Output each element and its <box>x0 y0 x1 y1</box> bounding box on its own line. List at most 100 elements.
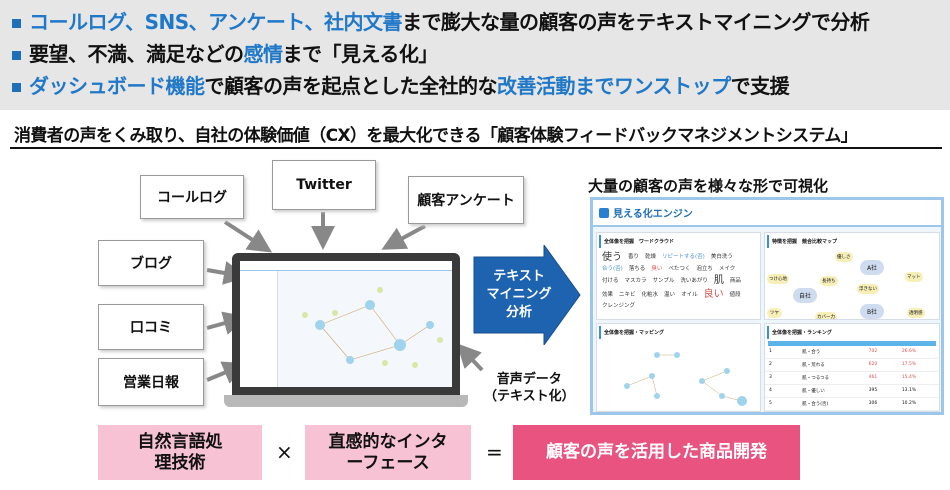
source-twitter: Twitter <box>272 160 376 210</box>
bullet-1: コールログ、SNS、アンケート、社内文書まで膨大な量の顧客の声をテキストマイニン… <box>12 6 870 35</box>
ranking-no: 5 <box>769 401 772 406</box>
bullet-3-text: ダッシュボード機能で顧客の声を起点とした全社的な改善活動までワンストップで支援 <box>29 74 790 98</box>
equals-sign: = <box>486 440 503 464</box>
comparison-node: B社 <box>860 304 884 319</box>
word-cloud-word: サンプル <box>652 277 675 284</box>
voice-data-line: （テキスト化） <box>484 389 575 404</box>
source-reviews: 口コミ <box>98 304 204 350</box>
section-title: 消費者の声をくみ取り、自社の体験価値（CX）を最大化できる「顧客体験フィードバッ… <box>14 126 858 146</box>
ranking-header <box>768 341 936 346</box>
comparison-node: 長持ち <box>820 276 838 286</box>
bullet-2: 要望、不満、満足などの感情まで「見える化」 <box>12 38 438 67</box>
word-cloud-word: 臭い <box>651 266 663 272</box>
ranking-count: 461 <box>868 375 878 380</box>
comparison-node: A社 <box>860 260 884 275</box>
app-logo-icon <box>599 207 609 218</box>
panel-title: 特徴を把握 競合比較マップ <box>767 235 937 248</box>
ranking-pct: 26.6% <box>901 349 917 354</box>
wordcloud: 使う香り乾燥リピートする(否)美白洗う合う(否)落ちる臭いべたつく泡立ちメイク付… <box>597 250 760 311</box>
comparison-node: 自社 <box>793 288 817 303</box>
screen-header <box>240 261 452 271</box>
dashboard-screenshot: 見える化エンジン 全体像を把握 ワードクラウド 使う香り乾燥リピートする(否)美… <box>590 197 944 415</box>
bullet-1-text: コールログ、SNS、アンケート、社内文書まで膨大な量の顧客の声をテキストマイニン… <box>29 10 870 34</box>
app-name: 見える化エンジン <box>613 209 693 220</box>
ranking-count: 395 <box>868 388 878 393</box>
source-sales-report: 営業日報 <box>98 358 204 406</box>
bullet-2-text: 要望、不満、満足などの感情まで「見える化」 <box>29 42 438 66</box>
result-box: 顧客の声を活用した商品開発 <box>513 425 800 480</box>
ranking-no: 2 <box>769 362 772 367</box>
ranking-no: 4 <box>769 388 772 393</box>
mapping-panel: 全体像を把握・マッピング <box>596 323 761 412</box>
laptop-base <box>224 395 468 407</box>
nlp-label: 自然言語処理技術 <box>137 431 223 473</box>
panel-title: 全体像を把握 ワードクラウド <box>599 235 758 248</box>
result-label: 顧客の声を活用した商品開発 <box>546 442 767 462</box>
laptop <box>232 253 460 395</box>
interface-label: 直感的なインターフェース <box>328 431 448 473</box>
ranking-no: 1 <box>769 349 772 354</box>
bullet-3: ダッシュボード機能で顧客の声を起点とした全社的な改善活動までワンストップで支援 <box>12 70 790 99</box>
panel-title: 全体像を把握・ランキング <box>767 326 937 339</box>
bullet-square-icon <box>12 19 21 28</box>
word-cloud-word: 化粧水 <box>641 291 659 298</box>
bullet-text-part: ダッシュボード機能 <box>29 74 205 98</box>
ranking-count: 620 <box>868 362 878 367</box>
comparison-node: 優しさ <box>835 252 853 262</box>
source-arrows <box>206 212 484 384</box>
bullet-text-part: 改善活動までワンストップ <box>497 74 731 98</box>
comparison-node: カバー力 <box>815 312 837 319</box>
word-cloud-word: 使う <box>602 252 622 263</box>
word-cloud-word: べたつく <box>668 266 691 272</box>
panel-title: 全体像を把握・マッピング <box>599 326 758 339</box>
comparison-node: ツヤ <box>767 308 782 318</box>
laptop-screen <box>240 261 452 387</box>
screen-network-graph <box>302 287 443 368</box>
voice-data-line: 音声データ <box>496 372 562 387</box>
nlp-box: 自然言語処理技術 <box>98 425 262 480</box>
comparison-node: つけ心地 <box>767 274 789 284</box>
source-survey: 顧客アンケート <box>408 176 524 224</box>
visualization-title: 大量の顧客の声を様々な形で可視化 <box>588 177 829 195</box>
word-cloud-word: オイル <box>681 291 698 298</box>
word-cloud-word: 付ける <box>602 277 619 284</box>
voice-data-label: 音声データ （テキスト化） <box>484 371 575 405</box>
ranking-count: 702 <box>868 349 878 354</box>
word-cloud-word: 商品 <box>729 277 741 284</box>
word-cloud-word: 香り <box>628 254 640 261</box>
word-cloud-word: 泡立ち <box>696 266 713 272</box>
wordcloud-panel: 全体像を把握 ワードクラウド 使う香り乾燥リピートする(否)美白洗う合う(否)落… <box>596 232 761 320</box>
word-cloud-word: 効果 <box>602 291 614 298</box>
mapping-graph <box>624 352 747 406</box>
comparison-map: A社 B社 自社 優しさマット 長持ち浮きない つけ心地ツヤ 透明感 カバー力 <box>765 250 939 319</box>
arrow-text-line: テキスト <box>493 269 545 284</box>
ranking-pct: 13.1% <box>901 388 917 393</box>
screen-sidebar <box>240 271 278 387</box>
comparison-node: 透明感 <box>907 308 925 318</box>
word-cloud-word: クレンジング <box>602 303 636 310</box>
interface-box: 直感的なインターフェース <box>305 425 471 480</box>
times-sign: × <box>276 440 293 464</box>
text-mining-arrow <box>473 245 581 345</box>
source-blog: ブログ <box>98 240 204 286</box>
comparison-node: マット <box>905 272 923 282</box>
ranking-pct: 10.2% <box>901 401 917 406</box>
bullet-text-part: まで膨大な量の顧客の声をテキストマイニングで分析 <box>401 10 870 34</box>
word-cloud-word: 乾燥 <box>645 254 657 261</box>
bullet-text-part: 要望、不満、満足などの <box>29 42 244 66</box>
comparison-node: 浮きない <box>857 284 879 294</box>
title-underline <box>10 147 942 149</box>
word-cloud-word: ニキビ <box>619 291 636 298</box>
source-call-log: コールログ <box>140 175 244 219</box>
word-cloud-word: 美白洗う <box>710 254 733 261</box>
word-cloud-word: 洗いあがり <box>680 277 708 284</box>
bullet-text-part: コールログ、SNS、アンケート、社内文書 <box>29 10 402 34</box>
ranking-count: 306 <box>868 401 878 406</box>
